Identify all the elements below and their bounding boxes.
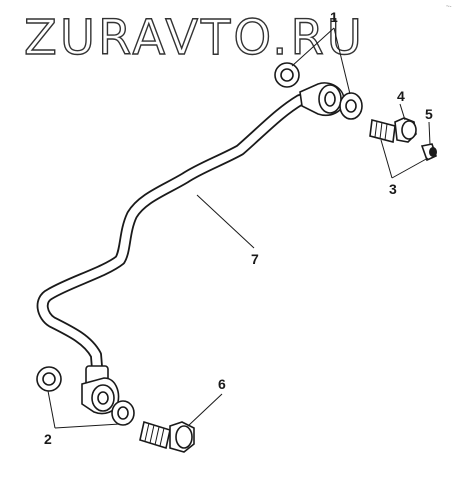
washer-bottom-left <box>36 366 62 392</box>
banjo-bolt-top <box>369 117 417 144</box>
callout-2: 2 <box>44 431 52 447</box>
washer-top-right <box>339 92 363 120</box>
watermark-text: ZURAVTO.RU <box>24 10 365 66</box>
plug <box>420 143 437 162</box>
callout-1: 1 <box>330 9 338 25</box>
leader-lines <box>47 27 431 429</box>
banjo-fitting-top <box>299 82 345 116</box>
callout-6: 6 <box>218 376 226 392</box>
washer-bottom-right <box>111 400 135 426</box>
callout-4: 4 <box>397 88 405 104</box>
oil-pipe <box>36 90 321 386</box>
callout-3: 3 <box>389 181 397 197</box>
banjo-bolt-bottom <box>139 420 195 453</box>
banjo-fitting-bottom <box>81 365 120 415</box>
callout-5: 5 <box>425 106 433 122</box>
washer-top-left <box>274 62 300 88</box>
corner-mark: ~- <box>446 4 452 10</box>
callout-7: 7 <box>251 251 259 267</box>
